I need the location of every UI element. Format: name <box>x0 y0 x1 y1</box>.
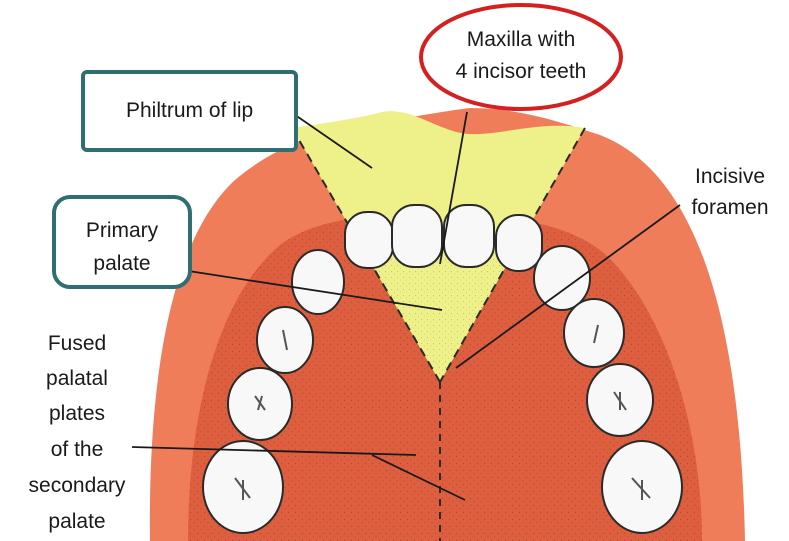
primary-palate-label-line2: palate <box>93 252 150 275</box>
philtrum-label: Philtrum of lip <box>126 99 253 122</box>
incisor-tooth <box>496 215 542 271</box>
fused-label-line: secondary <box>29 474 126 497</box>
premolar-tooth <box>564 299 624 367</box>
incisor-tooth <box>345 212 393 268</box>
fused-label-line: Fused <box>48 332 106 355</box>
canine-tooth <box>292 250 344 314</box>
primary-palate-label-line1: Primary <box>86 219 159 242</box>
fused-label-line: plates <box>49 402 105 425</box>
incisor-tooth <box>392 205 442 267</box>
fused-label-line: palate <box>48 510 105 533</box>
incisive-label-line1: Incisive <box>695 165 765 188</box>
incisive-label-line2: foramen <box>691 196 768 219</box>
maxilla-label-line1: Maxilla with <box>467 28 576 51</box>
incisor-tooth <box>444 205 494 267</box>
maxilla-label-line2: 4 incisor teeth <box>456 60 587 83</box>
canine-tooth <box>534 246 590 310</box>
fused-label-line: palatal <box>46 367 108 390</box>
fused-label-line: of the <box>51 438 104 461</box>
maxilla-label-circle <box>421 5 621 109</box>
